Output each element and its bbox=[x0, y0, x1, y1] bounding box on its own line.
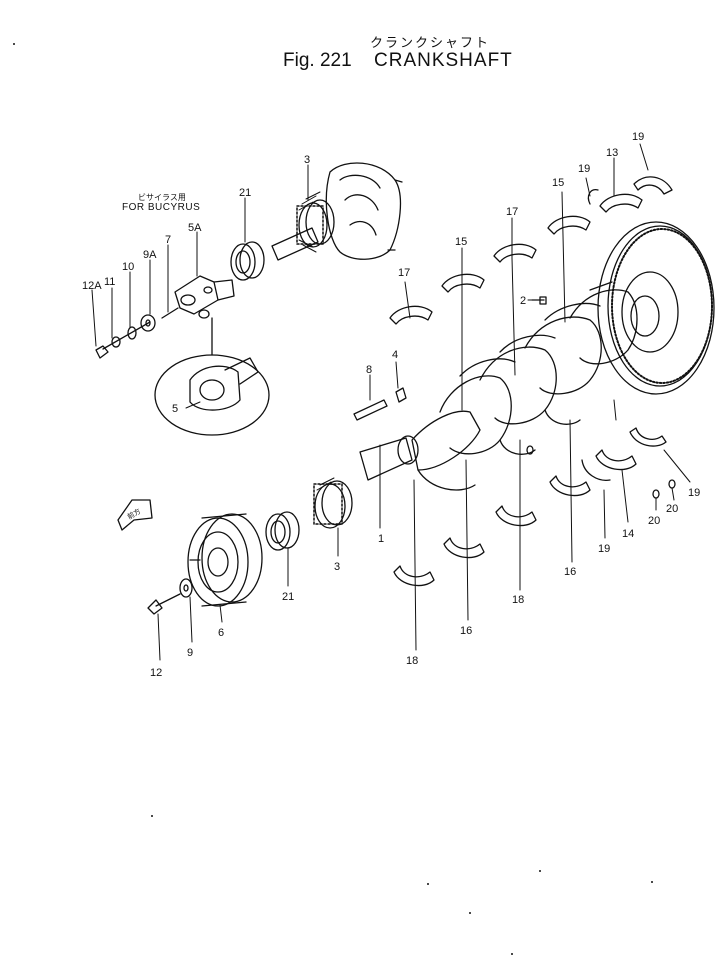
flywheel-ring-gear bbox=[597, 221, 715, 395]
callout-18-mid: 18 bbox=[512, 594, 524, 606]
callout-19-bottom: 19 bbox=[598, 543, 610, 555]
callout-1: 1 bbox=[378, 533, 384, 545]
callout-2: 2 bbox=[520, 295, 526, 307]
upper-bearing-ring bbox=[230, 241, 265, 281]
bolt-12 bbox=[147, 593, 181, 615]
bucyrus-note-japanese: ビサイラス用 bbox=[138, 193, 186, 202]
callout-20-b: 20 bbox=[666, 503, 678, 515]
callout-12: 12 bbox=[150, 667, 162, 679]
callout-21-bottom: 21 bbox=[282, 591, 294, 603]
callout-11: 11 bbox=[104, 276, 115, 288]
callout-5a: 5A bbox=[188, 222, 202, 234]
callout-5: 5 bbox=[172, 403, 178, 415]
bucyrus-detail-callout bbox=[154, 317, 270, 436]
callout-13: 13 bbox=[606, 147, 618, 159]
crankshaft bbox=[359, 281, 638, 491]
leader-lines bbox=[91, 143, 691, 661]
bucyrus-hub-5a bbox=[174, 275, 235, 319]
upper-bearing-shells bbox=[389, 176, 673, 325]
bucyrus-note: FOR BUCYRUS bbox=[122, 202, 201, 213]
pins-20 bbox=[526, 445, 676, 499]
key-8 bbox=[353, 399, 388, 421]
callout-7: 7 bbox=[165, 234, 171, 246]
lower-gear bbox=[313, 477, 353, 529]
plug-2 bbox=[531, 296, 547, 305]
callout-19-right: 19 bbox=[688, 487, 700, 499]
scan-specks bbox=[13, 43, 653, 955]
figure-number: Fig. 221 bbox=[283, 50, 352, 71]
callout-16-mid: 16 bbox=[460, 625, 472, 637]
lower-bearing-shells bbox=[393, 427, 667, 587]
callout-17-left: 17 bbox=[398, 267, 410, 279]
callout-9a: 9A bbox=[143, 249, 157, 261]
callout-4: 4 bbox=[392, 349, 398, 361]
callout-15-right: 15 bbox=[552, 177, 564, 189]
callout-14: 14 bbox=[622, 528, 634, 540]
callout-16-right: 16 bbox=[564, 566, 576, 578]
crank-pulley bbox=[187, 513, 263, 607]
callout-19-top: 19 bbox=[578, 163, 590, 175]
upper-crankshaft-section bbox=[271, 162, 403, 261]
callout-3-top: 3 bbox=[304, 154, 310, 166]
lower-bearing-ring bbox=[265, 511, 300, 551]
front-direction-arrow bbox=[117, 499, 153, 531]
diagram-title-japanese: クランクシャフト bbox=[370, 36, 491, 51]
callout-17-right: 17 bbox=[506, 206, 518, 218]
key-4 bbox=[395, 387, 407, 403]
callout-8: 8 bbox=[366, 364, 372, 376]
callout-15-left: 15 bbox=[455, 236, 467, 248]
callout-6: 6 bbox=[218, 627, 224, 639]
diagram-title: CRANKSHAFT bbox=[374, 50, 513, 71]
washer-9 bbox=[179, 578, 193, 598]
callout-10: 10 bbox=[122, 261, 134, 273]
callout-9: 9 bbox=[187, 647, 193, 659]
callout-21-top: 21 bbox=[239, 187, 251, 199]
callout-19-topright: 19 bbox=[632, 131, 644, 143]
hub-bolt-and-washers bbox=[95, 307, 179, 359]
callout-12a: 12A bbox=[82, 280, 102, 292]
callout-18-left: 18 bbox=[406, 655, 418, 667]
callout-20-a: 20 bbox=[648, 515, 660, 527]
upper-gear bbox=[296, 191, 335, 253]
callout-3-bottom: 3 bbox=[334, 561, 340, 573]
